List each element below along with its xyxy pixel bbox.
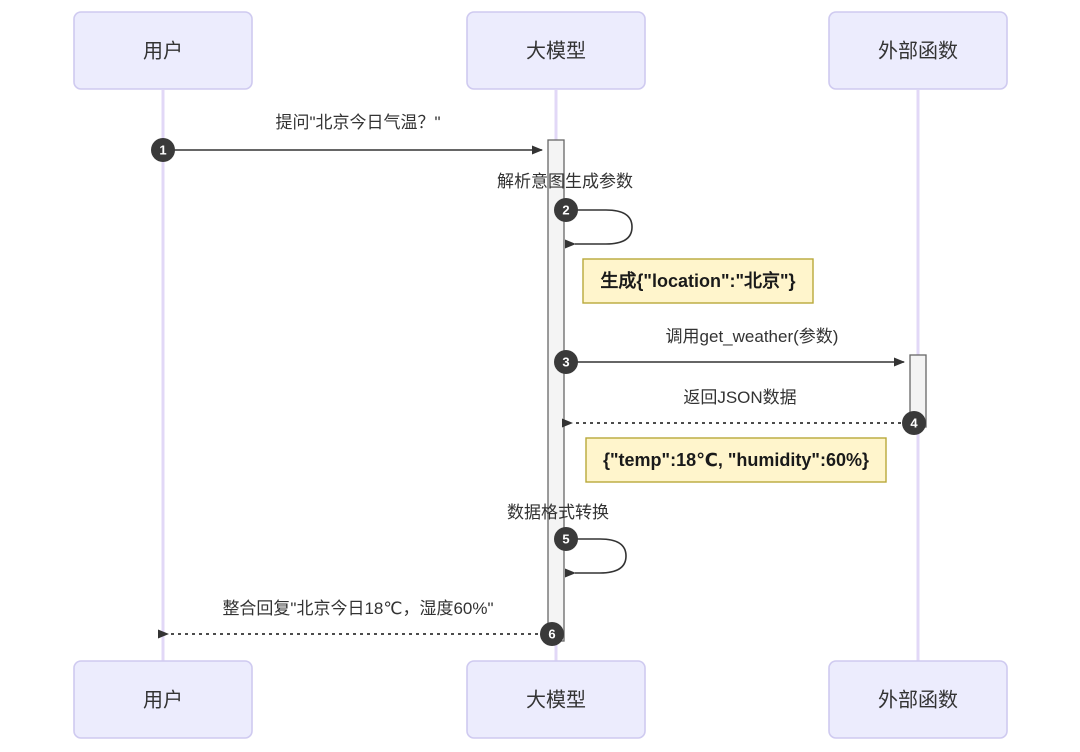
message-2-label: 解析意图生成参数 bbox=[497, 172, 633, 191]
participant-label-llm-top: 大模型 bbox=[526, 39, 586, 62]
participant-box-func-top[interactable]: 外部函数 bbox=[828, 11, 1008, 90]
message-5-badge bbox=[554, 527, 578, 551]
message-6-badge bbox=[540, 622, 564, 646]
message-5-self-loop bbox=[565, 538, 627, 578]
message-1-label: 提问"北京今日气温？" bbox=[275, 113, 440, 132]
participant-box-user-bottom[interactable]: 用户 bbox=[73, 660, 253, 739]
participant-box-rect bbox=[466, 660, 646, 739]
participant-box-llm-bottom[interactable]: 大模型 bbox=[466, 660, 646, 739]
participant-label-func-top: 外部函数 bbox=[878, 39, 958, 62]
note-location-text: 生成{"location":"北京"} bbox=[600, 270, 795, 291]
message-1-number: 1 bbox=[159, 143, 166, 158]
participant-label-func-bottom: 外部函数 bbox=[878, 688, 958, 711]
note-location-rect bbox=[582, 258, 814, 304]
message-5-label: 数据格式转换 bbox=[507, 503, 609, 522]
message-3-badge bbox=[554, 350, 578, 374]
participant-box-rect bbox=[828, 11, 1008, 90]
participant-box-func-bottom[interactable]: 外部函数 bbox=[828, 660, 1008, 739]
message-1-badge bbox=[151, 138, 175, 162]
message-5-number: 5 bbox=[562, 532, 569, 547]
participant-box-rect bbox=[828, 660, 1008, 739]
message-6-label: 整合回复"北京今日18℃，湿度60%" bbox=[222, 599, 493, 618]
message-4-badge bbox=[902, 411, 926, 435]
participant-label-llm-bottom: 大模型 bbox=[526, 688, 586, 711]
message-2-badge bbox=[554, 198, 578, 222]
participant-label-user-top: 用户 bbox=[143, 39, 183, 62]
participant-label-user-bottom: 用户 bbox=[143, 688, 183, 711]
participant-box-user-top[interactable]: 用户 bbox=[73, 11, 253, 90]
participant-box-rect bbox=[73, 660, 253, 739]
message-2-number: 2 bbox=[562, 203, 569, 218]
note-location: 生成{"location":"北京"} bbox=[582, 258, 814, 304]
note-weather-rect bbox=[585, 437, 887, 483]
message-3[interactable]: 调用get_weather(参数) 3 bbox=[554, 327, 905, 374]
message-1[interactable]: 提问"北京今日气温？" 1 bbox=[151, 113, 543, 162]
participant-box-rect bbox=[466, 11, 646, 90]
message-6-number: 6 bbox=[548, 627, 555, 642]
participant-box-rect bbox=[73, 11, 253, 90]
participant-box-llm-top[interactable]: 大模型 bbox=[466, 11, 646, 90]
note-weather-text: {"temp":18℃, "humidity":60%} bbox=[603, 450, 869, 470]
note-weather: {"temp":18℃, "humidity":60%} bbox=[585, 437, 887, 483]
message-3-number: 3 bbox=[562, 355, 569, 370]
message-5[interactable]: 数据格式转换 5 bbox=[507, 503, 627, 578]
activation-bars bbox=[547, 139, 927, 642]
message-4[interactable]: 返回JSON数据 4 bbox=[562, 388, 926, 435]
message-6[interactable]: 整合回复"北京今日18℃，湿度60%" 6 bbox=[158, 599, 564, 646]
message-4-number: 4 bbox=[910, 416, 918, 431]
message-2-self-loop bbox=[565, 209, 633, 249]
message-4-label: 返回JSON数据 bbox=[683, 388, 796, 407]
message-3-label: 调用get_weather(参数) bbox=[666, 327, 839, 346]
message-2[interactable]: 解析意图生成参数 2 bbox=[497, 172, 633, 249]
